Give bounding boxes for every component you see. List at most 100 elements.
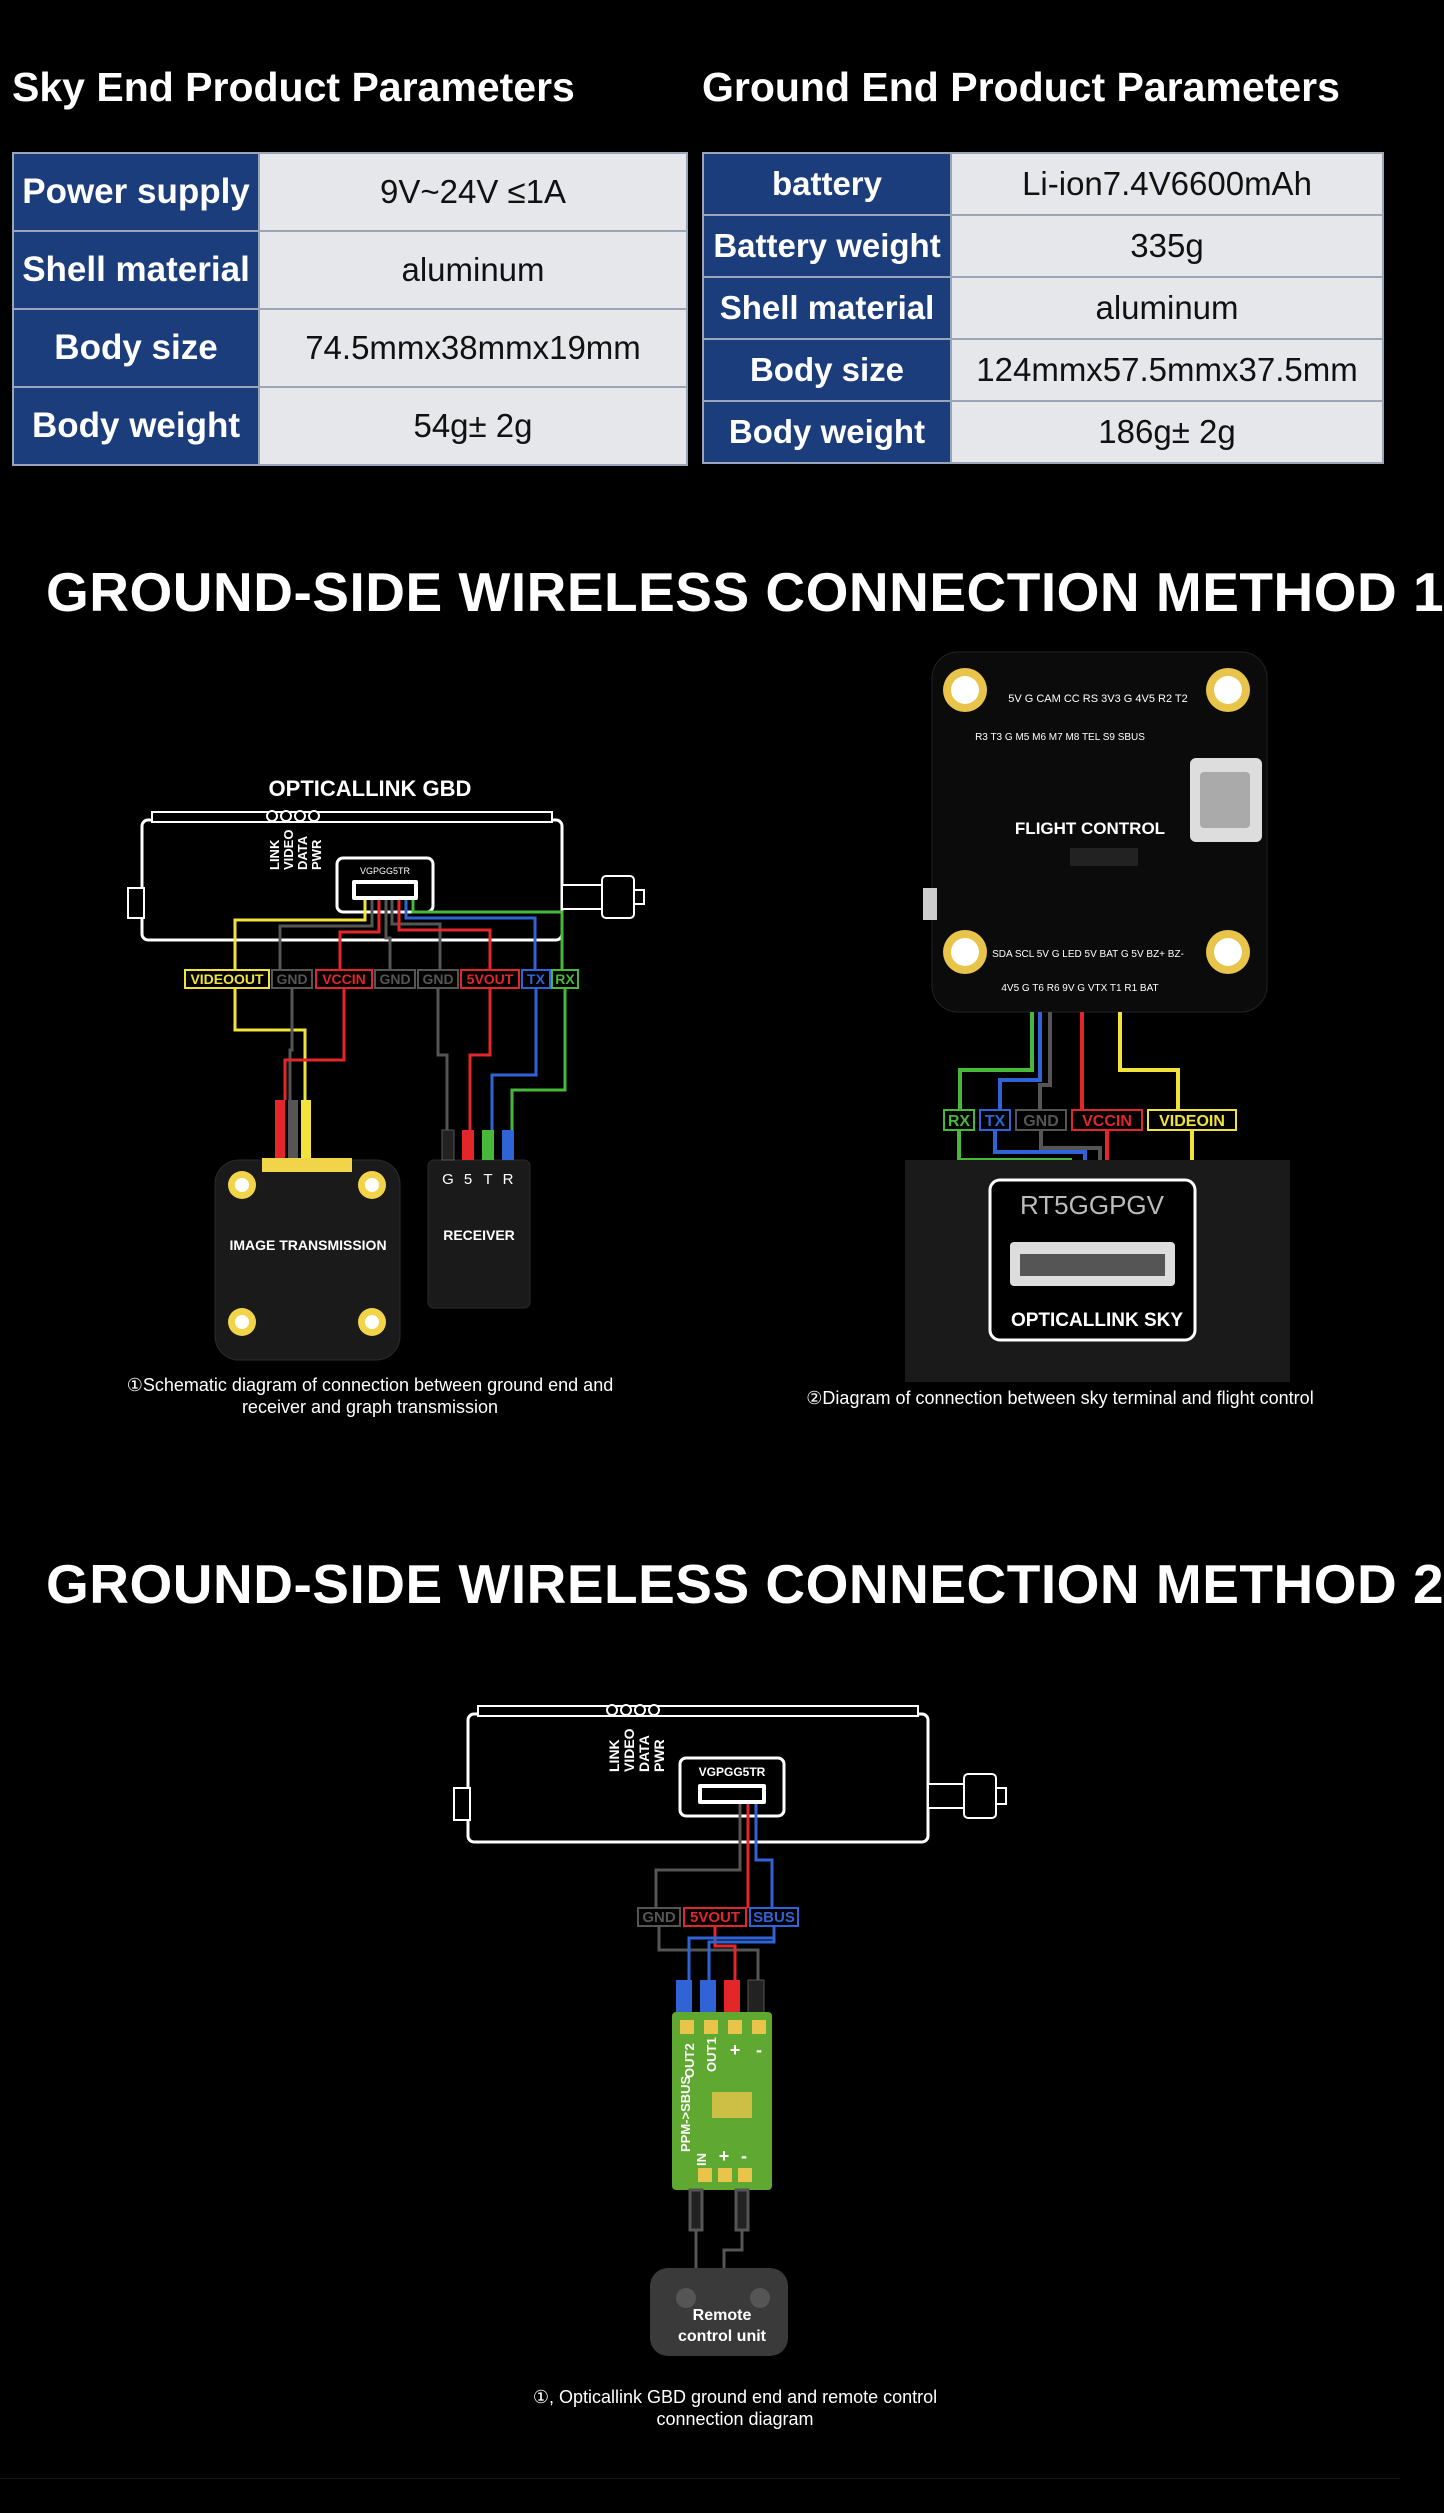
- receiver-module: G 5 T R RECEIVER: [427, 1129, 531, 1309]
- converter-output-label: OUT1: [704, 2037, 719, 2072]
- pin-label: TX: [985, 1113, 1006, 1130]
- gbd-title: OPTICALLINK GBD: [269, 776, 472, 801]
- gbd-device: LINK VIDEO DATA PWR VGPGG5TR: [453, 1704, 1007, 1844]
- fc-pad-labels: SDA SCL 5V G LED 5V BAT G 5V BZ+ BZ-: [992, 949, 1184, 960]
- led-label: DATA: [295, 835, 310, 870]
- param-value: 54g± 2g: [258, 386, 688, 466]
- method2-caption: ①, Opticallink GBD ground end and remote…: [460, 2386, 1010, 2430]
- method1-diagram: OPTICALLINK GBD LINK VIDEO DATA PWR VGPG…: [127, 651, 1290, 1382]
- sky-port-label: RT5GGPGV: [1020, 1190, 1165, 1220]
- gbd-wires: [654, 1804, 774, 1908]
- pin-label: TX: [527, 971, 546, 987]
- converter-output-label: +: [730, 2040, 741, 2060]
- fc-pad-labels: R3 T3 G M5 M6 M7 M8 TEL S9 SBUS: [975, 732, 1145, 743]
- sky-params-title: Sky End Product Parameters: [12, 64, 575, 110]
- receiver-label: RECEIVER: [443, 1227, 515, 1243]
- param-key: Body weight: [12, 386, 260, 466]
- caption-line: connection diagram: [656, 2409, 814, 2429]
- converter-output-label: OUT2: [682, 2043, 697, 2078]
- converter-input-label: +: [719, 2146, 730, 2166]
- param-value: Li-ion7.4V6600mAh: [950, 152, 1384, 216]
- led-label: DATA: [636, 1735, 652, 1772]
- m2-lower-wires: [657, 1926, 776, 1980]
- opticallink-sky-module: RT5GGPGV OPTICALLINK SKY: [905, 1160, 1290, 1382]
- pin-label: VIDEOOUT: [190, 971, 264, 987]
- fc-pad-labels: 4V5 G T6 R6 9V G VTX T1 R1 BAT: [1001, 983, 1158, 994]
- receiver-pin: T: [483, 1171, 492, 1188]
- caption-line: ①, Opticallink GBD ground end and remote…: [532, 2387, 938, 2407]
- param-key: Battery weight: [702, 214, 952, 278]
- param-key: Body size: [12, 308, 260, 388]
- pin-label: GND: [276, 971, 307, 987]
- param-value: 186g± 2g: [950, 400, 1384, 464]
- pin-label: RX: [948, 1113, 971, 1130]
- pin-label: GND: [1023, 1113, 1059, 1130]
- gbd-device: LINK VIDEO DATA PWR VGPGG5TR: [127, 810, 645, 942]
- flight-controller: 5V G CAM CC RS 3V3 G 4V5 R2 T2 R3 T3 G M…: [923, 651, 1268, 1013]
- pin-label: GND: [422, 971, 453, 987]
- pin-label: GND: [642, 1909, 676, 1926]
- led-label: VIDEO: [621, 1728, 637, 1772]
- receiver-pin: G: [442, 1171, 454, 1188]
- method1-caption-right: ②Diagram of connection between sky termi…: [806, 1388, 1314, 1408]
- method2-title: GROUND-SIDE WIRELESS CONNECTION METHOD 2: [46, 1553, 1444, 1615]
- led-label: LINK: [606, 1739, 622, 1772]
- image-tx-label: IMAGE TRANSMISSION: [229, 1237, 386, 1253]
- receiver-pin: 5: [464, 1171, 472, 1188]
- param-value: 9V~24V ≤1A: [258, 152, 688, 232]
- sky-pin-row: RX TX GND VCCIN VIDEOIN: [943, 1109, 1237, 1131]
- remote-wires: [688, 2188, 750, 2270]
- pin-label: VCCIN: [1082, 1113, 1132, 1130]
- remote-label: Remote: [693, 2307, 752, 2324]
- converter-output-label: -: [756, 2040, 762, 2060]
- m2-pin-row: GND 5VOUT SBUS: [637, 1907, 799, 1927]
- bottom-divider: [0, 2478, 1400, 2479]
- param-key: battery: [702, 152, 952, 216]
- port-label: VGPGG5TR: [699, 1765, 766, 1779]
- port-label: VGPGG5TR: [360, 866, 411, 876]
- led-label: VIDEO: [281, 830, 296, 870]
- remote-control-unit: Remote control unit: [650, 2268, 788, 2356]
- pin-label: 5VOUT: [467, 971, 514, 987]
- param-key: Power supply: [12, 152, 260, 232]
- param-value: 124mmx57.5mmx37.5mm: [950, 338, 1384, 402]
- param-key: Shell material: [12, 230, 260, 310]
- converter-input-label: IN: [694, 2153, 709, 2166]
- converter-input-label: -: [741, 2146, 747, 2166]
- pin-label: 5VOUT: [690, 1909, 740, 1926]
- ground-params-title: Ground End Product Parameters: [702, 64, 1340, 110]
- method1-title: GROUND-SIDE WIRELESS CONNECTION METHOD 1: [46, 561, 1444, 623]
- method1-caption-left: ①Schematic diagram of connection between…: [100, 1374, 640, 1418]
- ppm-sbus-converter: OUT2 OUT1 + - PPM->SBUS IN + -: [672, 1979, 772, 2190]
- method2-diagram: LINK VIDEO DATA PWR VGPGG5TR GND 5VOUT S…: [453, 1704, 1007, 2356]
- converter-label: PPM->SBUS: [678, 2075, 693, 2152]
- param-key: Body weight: [702, 400, 952, 464]
- caption-line: receiver and graph transmission: [241, 1397, 499, 1417]
- image-transmission-module: IMAGE TRANSMISSION: [214, 1100, 401, 1361]
- gbd-pin-row: VIDEOOUT GND VCCIN GND GND 5VOUT TX RX: [184, 969, 579, 989]
- led-label: PWR: [651, 1739, 667, 1772]
- param-key: Body size: [702, 338, 952, 402]
- param-value: aluminum: [950, 276, 1384, 340]
- pin-label: VIDEOIN: [1159, 1113, 1225, 1130]
- fc-wires: [958, 1012, 1180, 1110]
- caption-line: ①Schematic diagram of connection between…: [126, 1375, 614, 1395]
- pin-label: VCCIN: [322, 971, 366, 987]
- gbd-wires: [233, 900, 564, 970]
- sky-label: OPTICALLINK SKY: [1011, 1310, 1183, 1331]
- gbd-lower-wires: [233, 988, 567, 1130]
- param-value: aluminum: [258, 230, 688, 310]
- pin-label: GND: [379, 971, 410, 987]
- fc-label: FLIGHT CONTROL: [1015, 819, 1165, 838]
- pin-label: SBUS: [753, 1909, 795, 1926]
